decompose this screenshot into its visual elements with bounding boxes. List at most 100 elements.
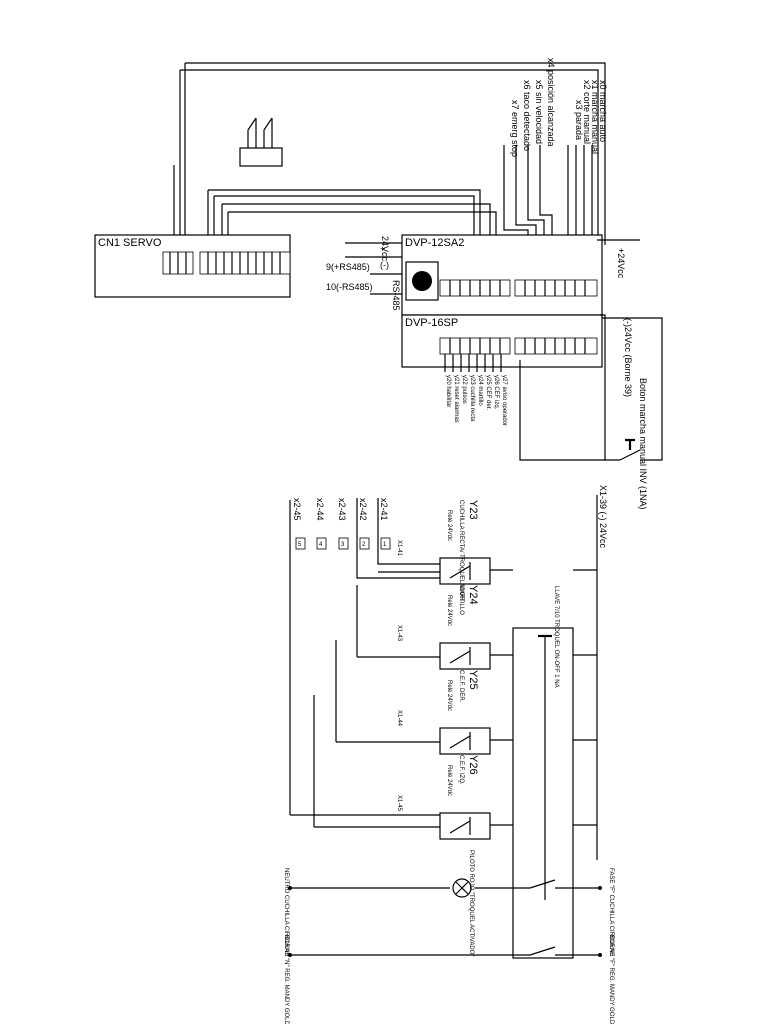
plc-output-terminals [439, 279, 511, 297]
wire-top-1 [185, 62, 606, 245]
small-connector [239, 117, 283, 167]
wire-x2-45 [289, 500, 440, 816]
relay-rele: Relé 24Vdc [446, 765, 452, 796]
wire-servo-4 [228, 211, 497, 240]
relay-contact [449, 817, 471, 835]
relay-body [439, 812, 491, 840]
lower-section: X1-39 (-) 24Vcc LLAVE 7/10 TROQUEL ON-OF… [283, 485, 614, 1025]
output-label: y21 reset alarmas [453, 375, 459, 423]
relay-desc: CUCHILLA RECTA/ TROQUELADOR [458, 500, 464, 601]
relay-contact [449, 562, 471, 580]
relay-terminal: X1-45 [396, 795, 402, 812]
boton-contact [619, 449, 641, 461]
small-connector-wires [247, 118, 273, 148]
borne-wire [290, 946, 600, 956]
plc-comm-port-icon [412, 271, 432, 291]
input-label: x1 marcha manual [590, 80, 600, 154]
relay-wires [336, 739, 513, 743]
plc-24v: 24Vcc [380, 236, 390, 262]
input-label: x4 posición alcanzada [546, 58, 556, 147]
relay-coil-wire-2 [356, 498, 440, 579]
relay-tag [359, 537, 370, 550]
relay-wires [314, 824, 513, 828]
rs485-pos: 9(+RS485) [326, 262, 370, 272]
input-label: x2 corte manual [582, 80, 592, 144]
llave-label: LLAVE 7/10 TROQUEL ON-OFF 1 NA [553, 586, 559, 688]
boton-wire-left [519, 360, 620, 461]
supply-label: X1-39 (-) 24Vcc [598, 485, 608, 549]
relay-contact [449, 732, 471, 750]
output-label: y26 CEF izq. [493, 375, 499, 410]
relay-id: Y24 [467, 585, 479, 605]
boton-actuator [625, 438, 635, 450]
wire-servo-3 [222, 203, 491, 240]
borne-n-label: BORNE "N" REG. MANDY GOLD [283, 935, 289, 1024]
relay-terminal: X1-44 [396, 710, 402, 727]
relay-contact [449, 647, 471, 665]
borne-f-label: BORNE "F" REG. MANDY GOLD [608, 935, 614, 1024]
relay-desc: C.E.F. IZQ. [458, 755, 464, 785]
output-label: y20 habilitar [445, 375, 451, 407]
input-label: x0 marcha auto [598, 80, 608, 142]
input-label: x5 sin velocidad [534, 80, 544, 144]
relay-wire-label: x2-44 [315, 498, 325, 521]
expansion-block: DVP-16SP [401, 314, 603, 368]
relay-terminal: X1-43 [396, 625, 402, 642]
tag-5-text: 5 [298, 542, 302, 548]
x2-45-label: x2-45 [292, 498, 302, 521]
supply-24-label: +24Vcc [616, 248, 626, 279]
neutro-terminal [288, 886, 292, 890]
relay-tag [380, 537, 391, 550]
relay-rele: Relé 24Vdc [446, 510, 452, 541]
output-label: y24 martillo [477, 375, 483, 406]
relay-wire-label: x2-42 [358, 498, 368, 521]
plc-minus: (-) [380, 260, 389, 270]
relay-wire-label: x2-43 [337, 498, 347, 521]
relay-desc: MARTILLO [458, 585, 464, 615]
relay-tag-text: 2 [362, 542, 366, 548]
upper-section: CN1 SERVO DVP-12SA2 24Vcc + (-) 9(+RS485… [94, 58, 663, 510]
relay-terminal: X1-41 [396, 540, 402, 557]
plc-title: DVP-12SA2 [405, 237, 464, 249]
relay-tag [316, 537, 327, 550]
wire-top-2 [180, 69, 599, 245]
plc-plus: + [380, 244, 385, 254]
relay-wire-label: x2-41 [379, 498, 389, 521]
rs485-wires [370, 273, 402, 295]
output-label: y25 CEF der. [485, 375, 491, 410]
boton-label: Boton marcha manual INV (1NA) [638, 378, 648, 510]
expansion-title: DVP-16SP [405, 317, 458, 329]
output-label: y27 aviso operador [501, 375, 507, 426]
tag-5 [295, 537, 306, 550]
relay-body [439, 727, 491, 755]
servo-title: CN1 SERVO [98, 237, 162, 249]
relay-body [439, 557, 491, 585]
exp-output-terminals-1 [439, 337, 511, 355]
input-label: x3 parada [574, 100, 584, 140]
servo-block: CN1 SERVO [94, 234, 291, 298]
input-label: x7 emerg stop [510, 100, 520, 157]
wire-servo-2 [214, 195, 475, 240]
key-switch-frame [512, 627, 574, 959]
servo-terminal-block-2 [199, 251, 291, 275]
fase-wire [475, 879, 600, 889]
supply-neg-wire [600, 314, 606, 460]
boton-wire-right [602, 317, 663, 461]
relay-tag-text: 3 [341, 542, 345, 548]
circular-saw-circuit: PILOTO ROJO "TROQUEL ACTIVADO" NEUTRO CU… [283, 850, 614, 1025]
fase-terminal [598, 886, 602, 890]
relay-rele: Relé 24Vdc [446, 680, 452, 711]
small-connector-body [239, 147, 283, 167]
servo-terminal-dividers [169, 252, 281, 274]
piloto-label: PILOTO ROJO "TROQUEL ACTIVADO" [468, 850, 474, 957]
wire-servo-1 [208, 189, 481, 240]
relay-wires [357, 654, 513, 658]
